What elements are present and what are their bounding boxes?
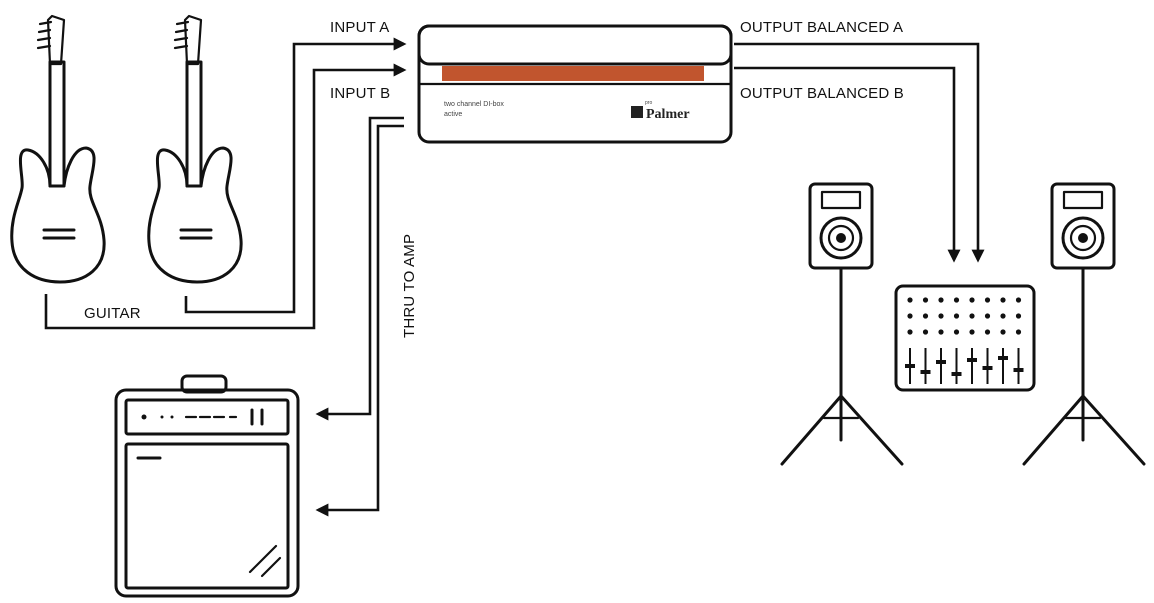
mixer-fader-cap: [1013, 368, 1024, 372]
mixer-icon: [894, 284, 1036, 392]
mixer-fader-cap: [951, 372, 962, 376]
palmer-logo: pro Palmer: [631, 100, 690, 122]
label-input-b: INPUT B: [330, 85, 390, 102]
mixer-knob-icon: [953, 329, 960, 335]
mixer-knob-icon: [922, 329, 929, 335]
mixer-knob-icon: [1015, 313, 1022, 319]
label-thru-to-amp: THRU TO AMP: [401, 234, 418, 338]
mixer-knob-icon: [922, 297, 929, 303]
cable-thru-a: [315, 116, 404, 421]
mixer-knob-icon: [953, 297, 960, 303]
label-guitar: GUITAR: [84, 305, 141, 322]
speaker-right-icon: [1022, 182, 1146, 466]
mixer-fader-cap: [967, 358, 977, 362]
di-box-top-panel: [417, 24, 733, 66]
cable-output-a: [734, 42, 985, 263]
mixer-fader-cap: [905, 364, 915, 368]
mixer-knob-icon: [969, 313, 975, 319]
mixer-fader-cap: [982, 366, 993, 370]
guitar-2-icon: [147, 14, 243, 284]
cable-output-b: [734, 66, 961, 263]
cable-guitar-2: [184, 37, 407, 314]
label-input-a: INPUT A: [330, 19, 389, 36]
label-output-b: OUTPUT BALANCED B: [740, 85, 904, 102]
mixer-knob-icon: [938, 313, 944, 319]
mixer-knob-icon: [907, 329, 913, 335]
mixer-knob-icon: [922, 313, 929, 319]
mixer-knob-icon: [907, 313, 913, 319]
mixer-knob-icon: [1015, 297, 1022, 303]
mixer-knob-icon: [1000, 313, 1006, 319]
mixer-fader-cap: [936, 360, 946, 364]
mixer-fader-cap: [998, 356, 1008, 360]
mixer-knob-icon: [969, 297, 975, 303]
mixer-knob-icon: [984, 329, 991, 335]
mixer-knob-icon: [907, 297, 913, 303]
di-box-device: two channel DI-box active pro Palmer: [417, 24, 733, 144]
di-box-model-text: two channel DI-box: [444, 101, 504, 108]
amplifier-icon: [114, 374, 300, 598]
cable-guitar-1: [44, 63, 407, 330]
svg-text:Palmer: Palmer: [646, 107, 690, 122]
mixer-knob-icon: [1015, 329, 1022, 335]
cable-thru-b: [315, 124, 404, 517]
di-box-stripe: [442, 66, 704, 81]
di-box-type-text: active: [444, 111, 462, 118]
label-output-a: OUTPUT BALANCED A: [740, 19, 903, 36]
mixer-knob-icon: [1000, 297, 1006, 303]
mixer-knob-icon: [984, 297, 991, 303]
mixer-knob-icon: [984, 313, 991, 319]
mixer-knob-icon: [938, 297, 944, 303]
mixer-knob-icon: [938, 329, 944, 335]
svg-text:pro: pro: [645, 100, 652, 106]
guitar-1-icon: [10, 14, 106, 284]
mixer-fader-cap: [920, 370, 931, 374]
speaker-left-icon: [780, 182, 904, 466]
mixer-knob-icon: [969, 329, 975, 335]
mixer-knob-icon: [1000, 329, 1006, 335]
mixer-knob-icon: [953, 313, 960, 319]
